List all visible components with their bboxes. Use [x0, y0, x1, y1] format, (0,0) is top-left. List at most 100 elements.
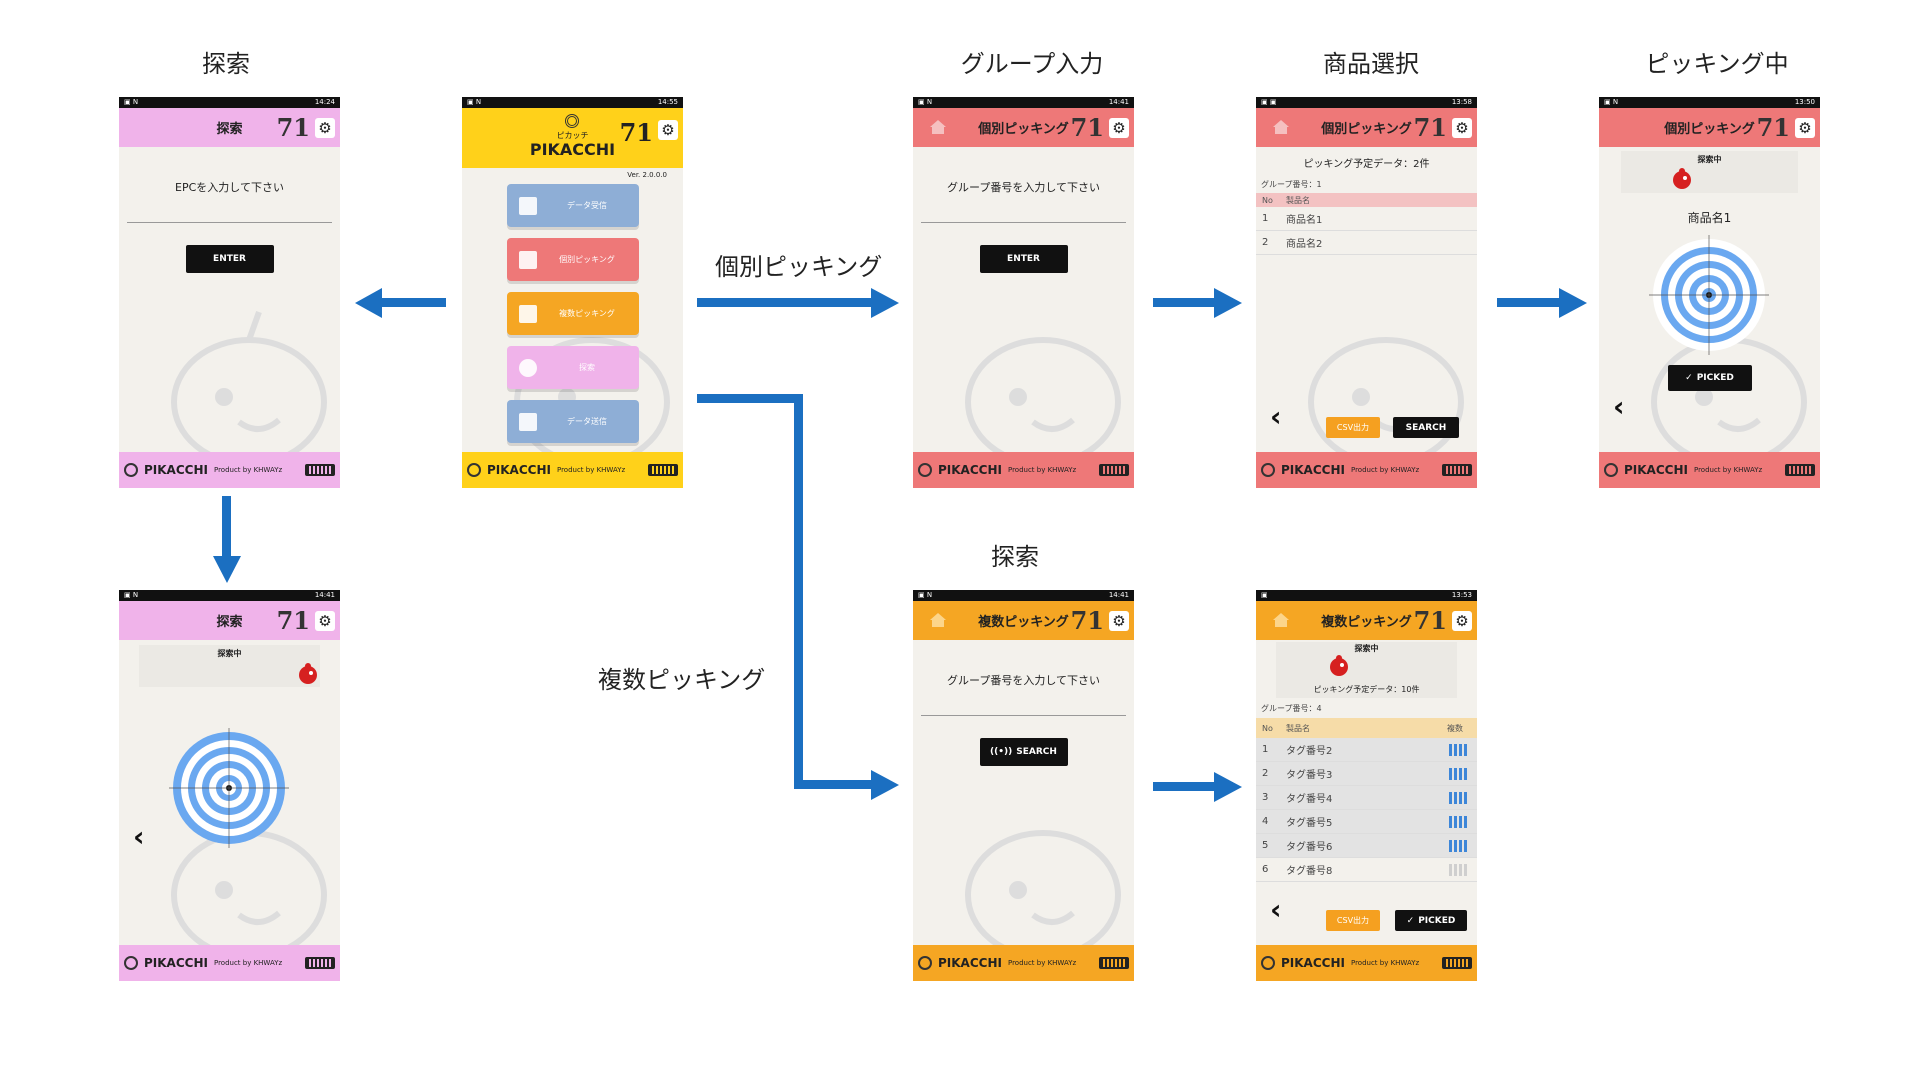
screen-multiple-search: ▣13:53 複数ピッキング 71 ⚙ 探索中 ピッキング予定データ：10件 グ…	[1256, 590, 1477, 981]
menu-multiple-picking[interactable]: 複数ピッキング	[507, 292, 639, 335]
brand-name: PIKACCHI	[144, 955, 208, 970]
epc-input[interactable]	[127, 222, 332, 223]
csv-export-button[interactable]: CSV出力	[1326, 910, 1380, 931]
magnifier-icon	[519, 250, 537, 269]
group-prompt: グループ番号を入力して下さい	[946, 674, 1100, 687]
product-by: Product by KHWAYz	[213, 466, 283, 474]
brand-name: PIKACCHI	[1624, 462, 1688, 477]
csv-export-button[interactable]: CSV出力	[1326, 417, 1380, 438]
logo: 71	[276, 606, 310, 635]
gear-icon[interactable]: ⚙	[315, 611, 335, 631]
battery-icon	[1442, 957, 1472, 969]
back-chevron-icon[interactable]: ‹	[1270, 400, 1282, 433]
picked-button[interactable]: ✓PICKED	[1395, 910, 1467, 931]
search-button[interactable]: SEARCH	[1393, 417, 1459, 438]
app-bar: 複数ピッキング 71 ⚙	[913, 601, 1134, 640]
enter-button[interactable]: ENTER	[185, 245, 274, 273]
brand-mark-icon	[918, 463, 932, 477]
home-icon[interactable]	[1272, 119, 1290, 135]
menu-receive-data[interactable]: データ受信	[507, 184, 639, 227]
gear-icon[interactable]: ⚙	[1452, 611, 1472, 631]
menu-individual-picking[interactable]: 個別ピッキング	[507, 238, 639, 281]
group-number-input[interactable]	[921, 222, 1126, 223]
brand-mark-icon	[1604, 463, 1618, 477]
search-status: 探索中	[217, 649, 242, 658]
group-prompt: グループ番号を入力して下さい	[946, 181, 1100, 194]
target-icon	[519, 358, 537, 377]
logo: 71	[1413, 606, 1447, 635]
bird-icon	[299, 663, 317, 684]
signal-bars-icon	[1449, 815, 1467, 828]
menu-search[interactable]: 探索	[507, 346, 639, 389]
gear-icon[interactable]: ⚙	[1795, 118, 1815, 138]
battery-icon	[1442, 464, 1472, 476]
page-title: 個別ピッキング	[1664, 122, 1755, 137]
back-chevron-icon[interactable]: ‹	[1613, 390, 1625, 423]
menu-send-data[interactable]: データ送信	[507, 400, 639, 443]
page-title: 個別ピッキング	[978, 122, 1069, 137]
group-number-input[interactable]	[921, 715, 1126, 716]
footer: PIKACCHI Product by KHWAYz	[462, 452, 683, 488]
home-icon[interactable]	[1272, 612, 1290, 628]
logo: 71	[619, 118, 653, 147]
app-bar: 探索 71 ⚙	[119, 108, 340, 147]
signal-bars-icon	[1449, 839, 1467, 852]
enter-button[interactable]: ENTER	[979, 245, 1068, 273]
page-title: 探索	[216, 122, 243, 137]
gear-icon[interactable]: ⚙	[1452, 118, 1472, 138]
version-label: Ver. 2.0.0.0	[627, 171, 667, 179]
product-by: Product by KHWAYz	[1350, 466, 1420, 474]
gear-icon[interactable]: ⚙	[658, 120, 678, 140]
logo: 71	[1070, 606, 1104, 635]
mascot-watermark	[965, 337, 1121, 452]
picking-summary: ピッキング予定データ：10件	[1313, 685, 1420, 694]
caption-search: 探索	[202, 50, 250, 78]
footer: PIKACCHI Product by KHWAYz	[1599, 452, 1820, 488]
radar-target	[169, 728, 289, 848]
home-icon[interactable]	[929, 612, 947, 628]
gear-icon[interactable]: ⚙	[1109, 118, 1129, 138]
back-chevron-icon[interactable]: ‹	[133, 820, 145, 853]
signal-bars-icon	[1449, 743, 1467, 756]
download-icon	[519, 196, 537, 215]
logo: 71	[1756, 113, 1790, 142]
epc-prompt: EPCを入力して下さい	[175, 181, 284, 194]
search-status: 探索中	[1697, 155, 1722, 164]
flow-label-individual: 個別ピッキング	[715, 253, 883, 281]
signal-bars-icon	[1449, 791, 1467, 804]
caption-group-input: グループ入力	[960, 50, 1104, 78]
battery-icon	[648, 464, 678, 476]
screen-product-select: ▣ ▣13:58 個別ピッキング 71 ⚙ ピッキング予定データ：2件 グループ…	[1256, 97, 1477, 488]
brand-kana: ピカッチ	[556, 131, 589, 140]
battery-icon	[1099, 957, 1129, 969]
gear-icon[interactable]: ⚙	[1109, 611, 1129, 631]
product-by: Product by KHWAYz	[1350, 959, 1420, 967]
main-header: ピカッチ PIKACCHI 71 ⚙	[462, 108, 683, 168]
footer: PIKACCHI Product by KHWAYz	[1256, 945, 1477, 981]
status-bar: ▣13:53	[1256, 590, 1477, 601]
picked-button[interactable]: ✓PICKED	[1667, 365, 1752, 391]
page-title: 個別ピッキング	[1321, 122, 1412, 137]
footer: PIKACCHI Product by KHWAYz	[913, 452, 1134, 488]
gear-icon[interactable]: ⚙	[315, 118, 335, 138]
back-chevron-icon[interactable]: ‹	[1270, 893, 1282, 926]
home-icon[interactable]	[929, 119, 947, 135]
search-button[interactable]: ((•))SEARCH	[979, 738, 1068, 766]
product-by: Product by KHWAYz	[1007, 466, 1077, 474]
brand-name: PIKACCHI	[938, 955, 1002, 970]
